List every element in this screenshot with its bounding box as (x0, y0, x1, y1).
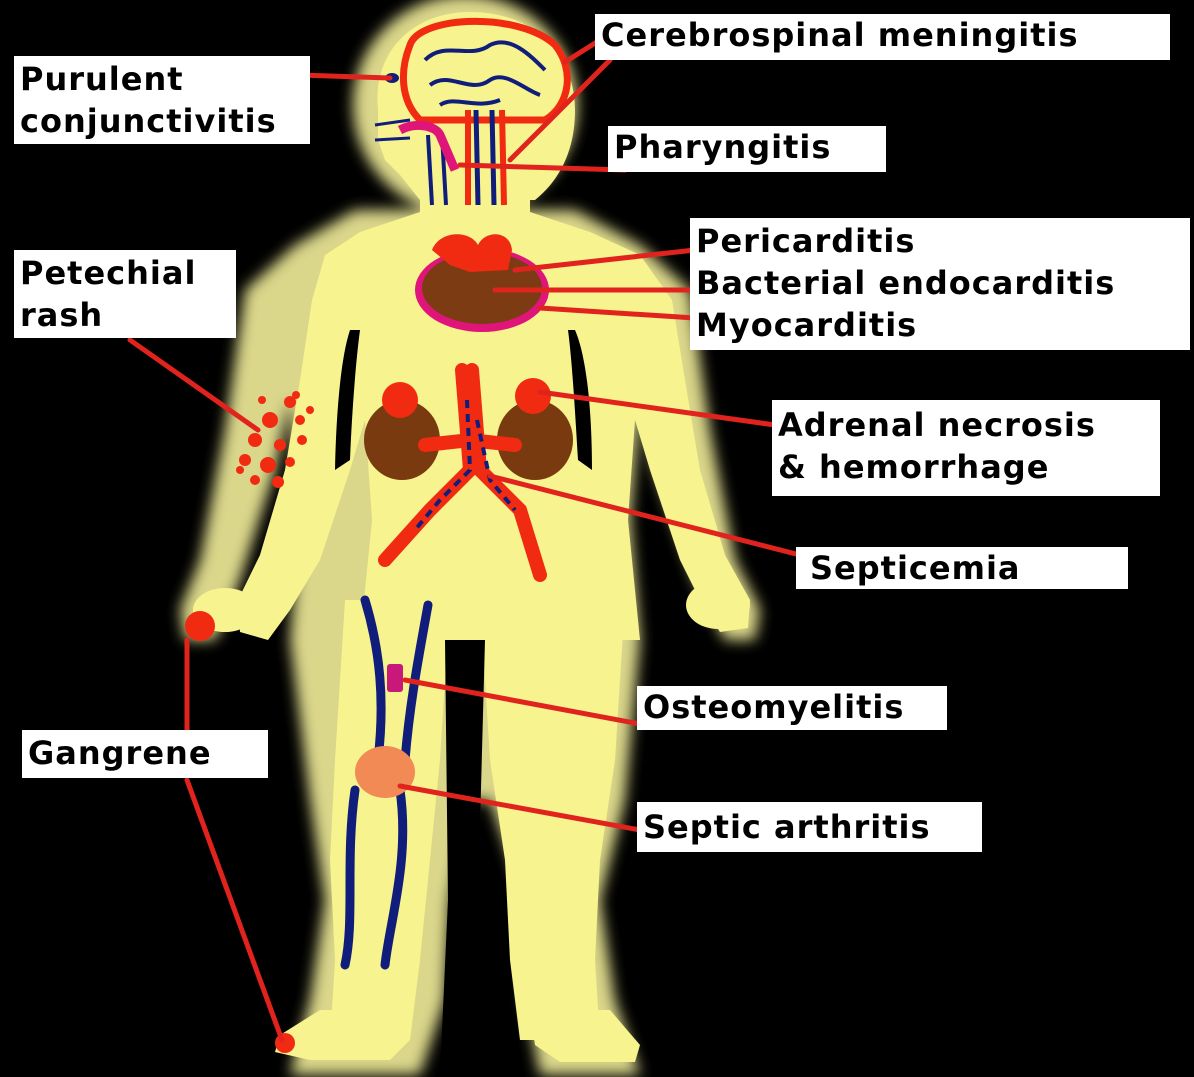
label-septicemia: Septicemia (796, 547, 1128, 589)
label-petechial-rash-line-2: rash (20, 294, 230, 336)
label-cardiac-group: Pericarditis Bacterial endocarditis Myoc… (690, 218, 1190, 350)
label-gangrene: Gangrene (22, 730, 268, 778)
label-adrenal-necrosis-line-2: & hemorrhage (778, 446, 1154, 488)
label-petechial-rash: Petechial rash (14, 250, 236, 338)
label-myocarditis: Myocarditis (696, 304, 1184, 346)
label-septic-arthritis: Septic arthritis (637, 802, 982, 852)
label-adrenal-necrosis-line-1: Adrenal necrosis (778, 404, 1154, 446)
right-adrenal (382, 382, 418, 418)
label-purulent-conjunctivitis-line-2: conjunctivitis (20, 100, 304, 142)
left-hand (686, 581, 750, 629)
label-adrenal-necrosis: Adrenal necrosis & hemorrhage (772, 400, 1160, 496)
infected-knee (355, 746, 415, 798)
leader-gangrene-lower (187, 780, 282, 1040)
left-adrenal (515, 378, 551, 414)
right-foot (275, 1010, 410, 1060)
leader-conjunctivitis (300, 75, 390, 78)
label-osteomyelitis: Osteomyelitis (637, 686, 947, 730)
label-petechial-rash-line-1: Petechial (20, 252, 230, 294)
gangrene-finger-lesion (185, 611, 215, 641)
label-pharyngitis: Pharyngitis (608, 126, 886, 172)
label-pericarditis: Pericarditis (696, 220, 1184, 262)
label-purulent-conjunctivitis-line-1: Purulent (20, 58, 304, 100)
label-cerebrospinal-meningitis: Cerebrospinal meningitis (595, 14, 1170, 60)
label-bacterial-endocarditis: Bacterial endocarditis (696, 262, 1184, 304)
label-purulent-conjunctivitis: Purulent conjunctivitis (14, 56, 310, 144)
osteomyelitis-lesion (387, 664, 403, 692)
